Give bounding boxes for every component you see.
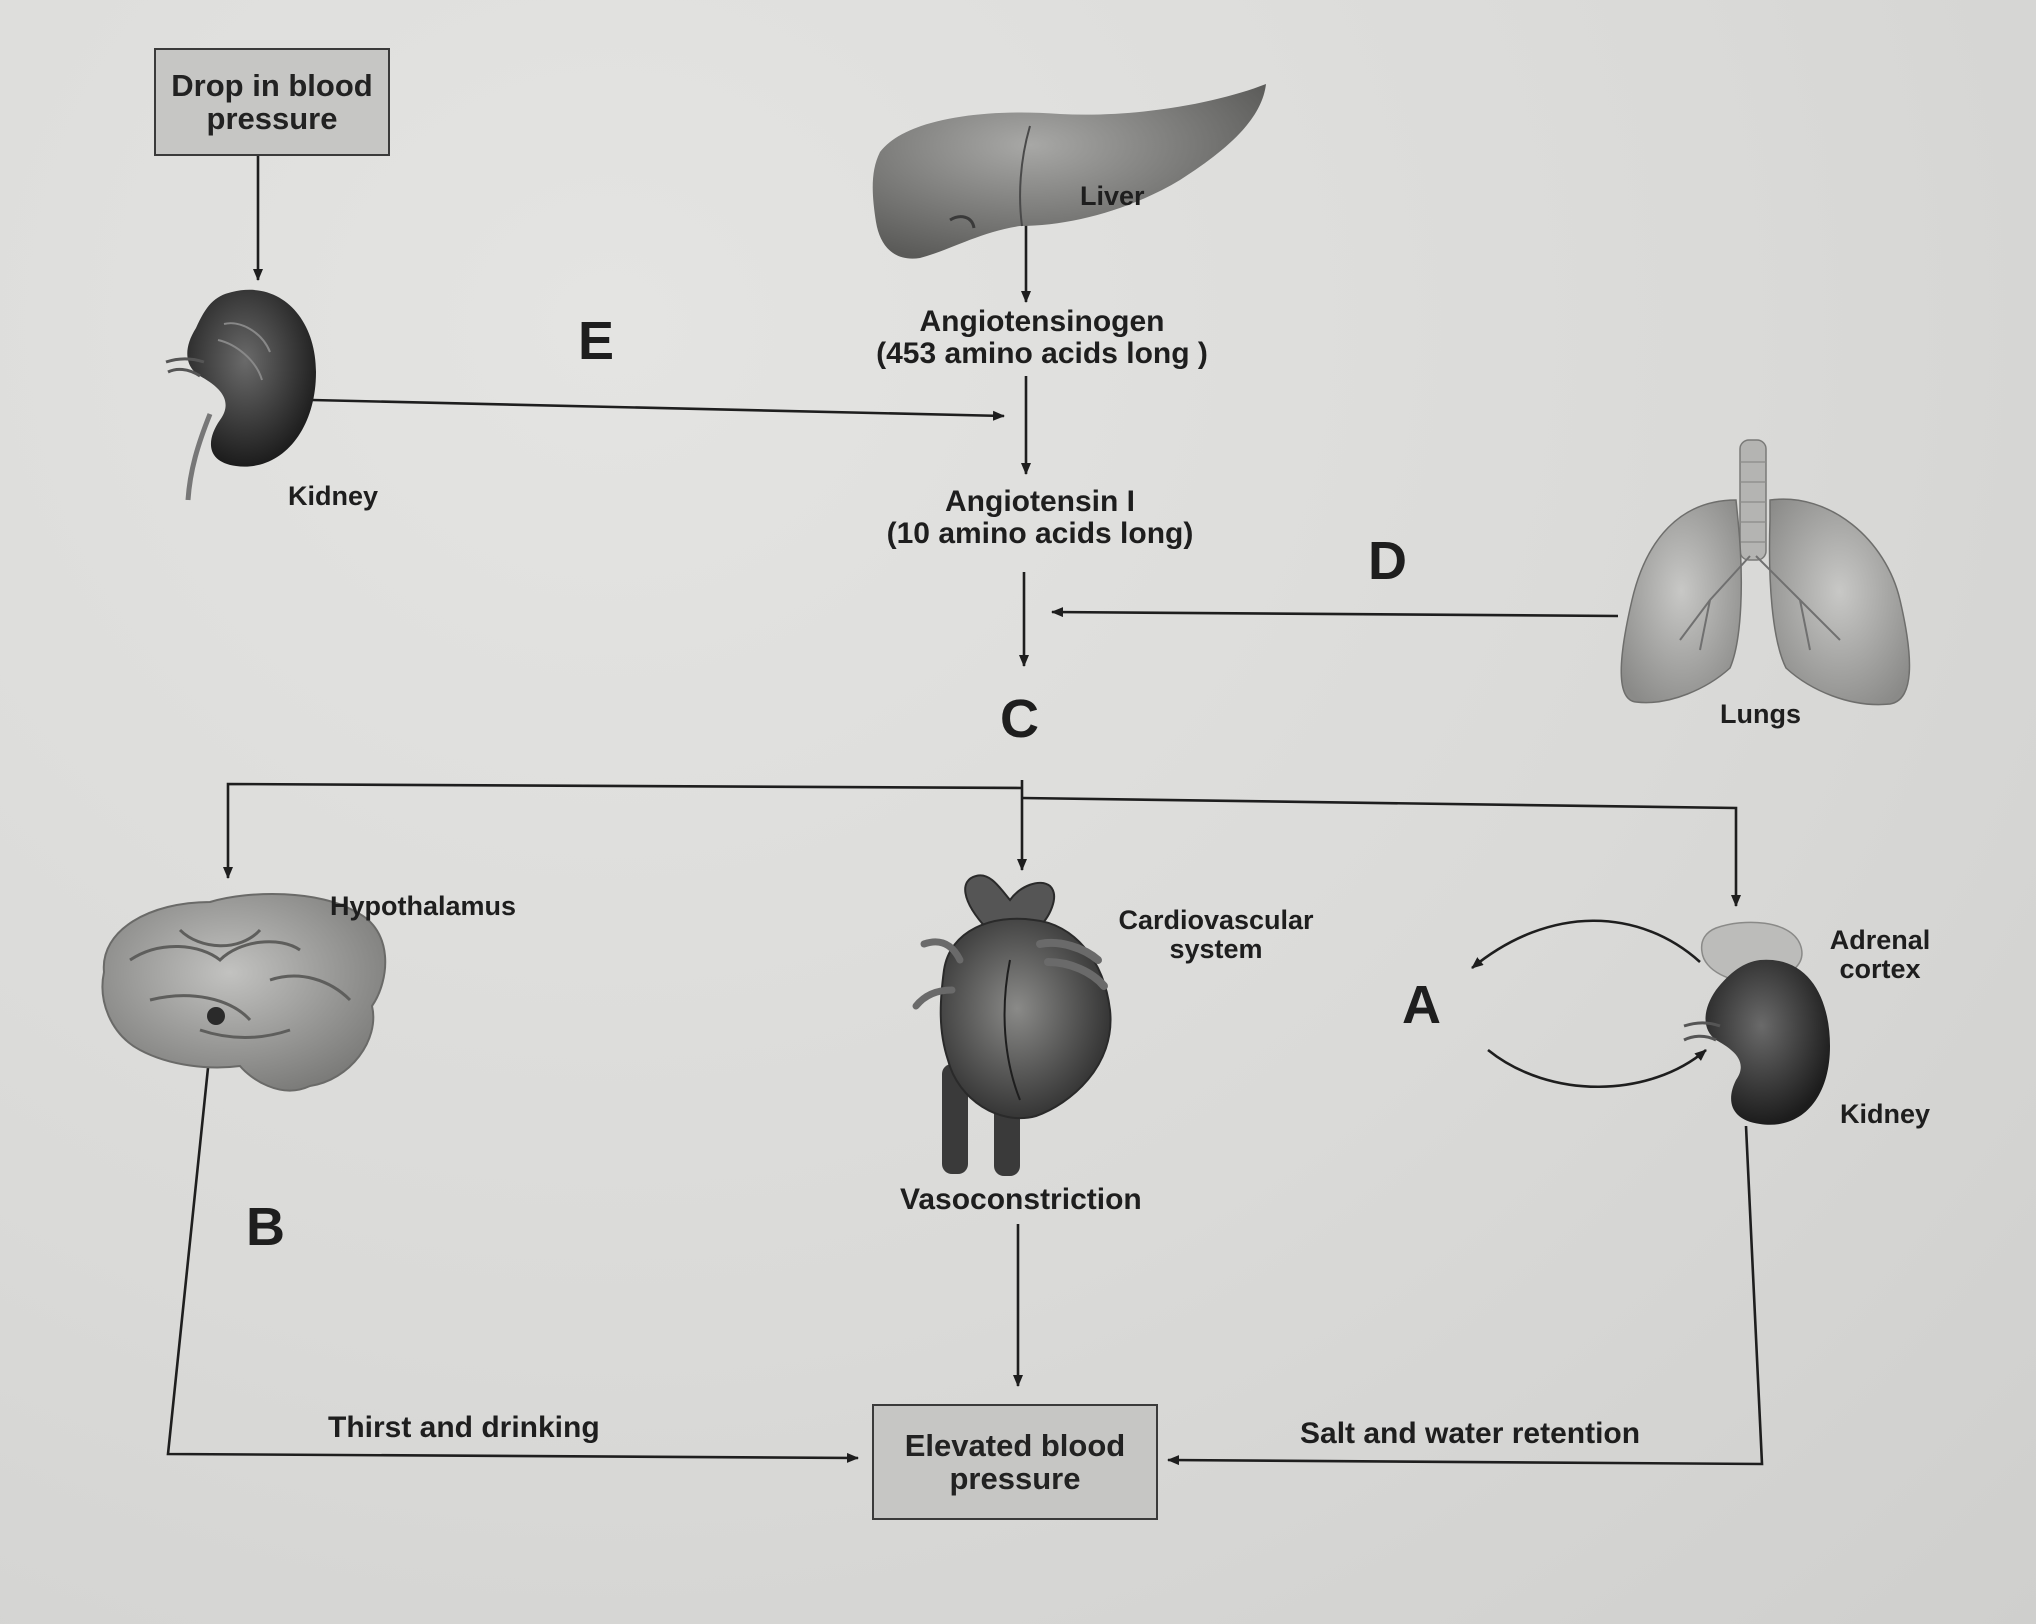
letter-a: A xyxy=(1402,975,1441,1035)
letter-c: C xyxy=(1000,689,1039,749)
arrow-adrenal-loop-top xyxy=(1471,919,1701,970)
heart-illustration xyxy=(912,874,1112,1176)
arrow-c-to-adrenal xyxy=(1021,796,1741,907)
adrenal-cortex-label: Adrenal cortex xyxy=(1829,925,1931,985)
elevated-blood-pressure-text: Elevated blood pressure xyxy=(904,1427,1126,1496)
vasoconstriction-label: Vasoconstriction xyxy=(900,1183,1142,1216)
arrows xyxy=(166,156,1764,1466)
arrow-c-to-hypothalamus xyxy=(223,782,1023,879)
lungs-illustration xyxy=(1620,439,1911,706)
lungs-label: Lungs xyxy=(1720,699,1801,729)
kidney-top-illustration xyxy=(165,289,316,501)
cardiovascular-label: Cardiovascular system xyxy=(1118,905,1314,965)
liver-illustration xyxy=(872,84,1266,259)
letter-e: E xyxy=(578,311,615,371)
angiotensin-i-label: Angiotensin I (10 amino acids long) xyxy=(886,485,1194,551)
elevated-blood-pressure-box: Elevated blood pressure xyxy=(872,1404,1158,1520)
thirst-and-drinking-label: Thirst and drinking xyxy=(328,1411,600,1444)
adrenal-kidney-illustration xyxy=(1683,921,1830,1125)
drop-in-blood-pressure-box: Drop in blood pressure xyxy=(154,48,390,156)
letter-d: D xyxy=(1368,531,1407,591)
arrow-hypothalamus-to-elevated-b xyxy=(166,1009,859,1463)
letter-b: B xyxy=(246,1197,285,1257)
angiotensinogen-label: Angiotensinogen (453 amino acids long ) xyxy=(876,305,1208,371)
drop-in-blood-pressure-text: Drop in blood pressure xyxy=(171,67,373,136)
arrow-kidney-to-elevated xyxy=(1167,1125,1764,1466)
kidney-bottom-label: Kidney xyxy=(1840,1099,1931,1129)
arrow-lungs-to-conversion-d xyxy=(1051,607,1619,618)
arrow-kidney-to-conversion-e xyxy=(311,398,1005,421)
salt-and-water-retention-label: Salt and water retention xyxy=(1300,1417,1641,1450)
kidney-top-label: Kidney xyxy=(288,481,379,511)
brain-illustration xyxy=(101,893,387,1092)
hypothalamus-label: Hypothalamus xyxy=(330,891,517,921)
arrow-adrenal-loop-bottom xyxy=(1487,1048,1707,1089)
liver-label: Liver xyxy=(1080,181,1145,211)
